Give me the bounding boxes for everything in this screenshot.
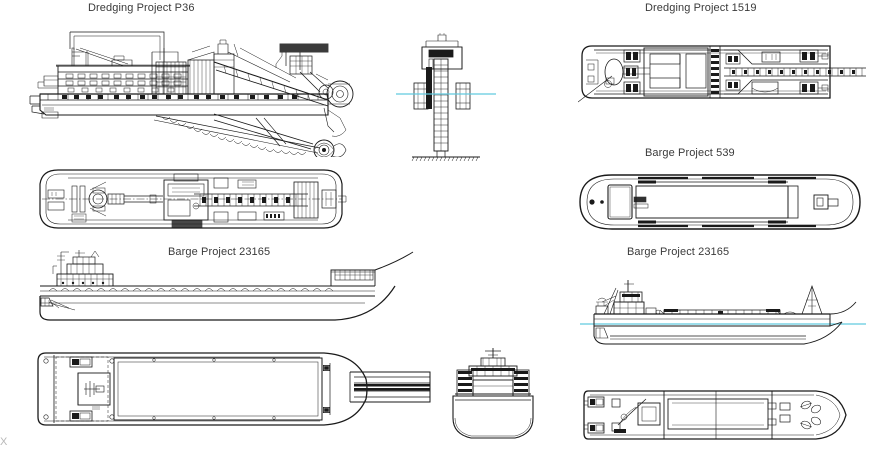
- title-dredging-p36: Dredging Project P36: [88, 2, 195, 14]
- drawing-dredger-p36-plan: [38, 168, 348, 230]
- title-barge-539: Barge Project 539: [645, 147, 735, 159]
- drawing-barge-23165-profile-right: [580, 280, 866, 352]
- drawing-barge-23165-plan-left: [34, 349, 434, 449]
- title-barge-23165-left: Barge Project 23165: [168, 246, 271, 258]
- drawing-dredger-p36-section: [396, 33, 496, 161]
- drawing-dredger-p36-profile: [28, 22, 378, 157]
- title-barge-23165-right: Barge Project 23165: [627, 246, 730, 258]
- drawing-barge-23165-plan-right: [580, 385, 865, 445]
- drawing-barge-23165-profile-left: [35, 250, 415, 332]
- drawing-dredger-1519-plan: [578, 38, 868, 108]
- drawing-barge-23165-stern-view: [443, 348, 543, 448]
- corner-mark: X: [0, 436, 8, 448]
- drawing-barge-539-plan: [578, 173, 863, 231]
- title-dredging-1519: Dredging Project 1519: [645, 2, 757, 14]
